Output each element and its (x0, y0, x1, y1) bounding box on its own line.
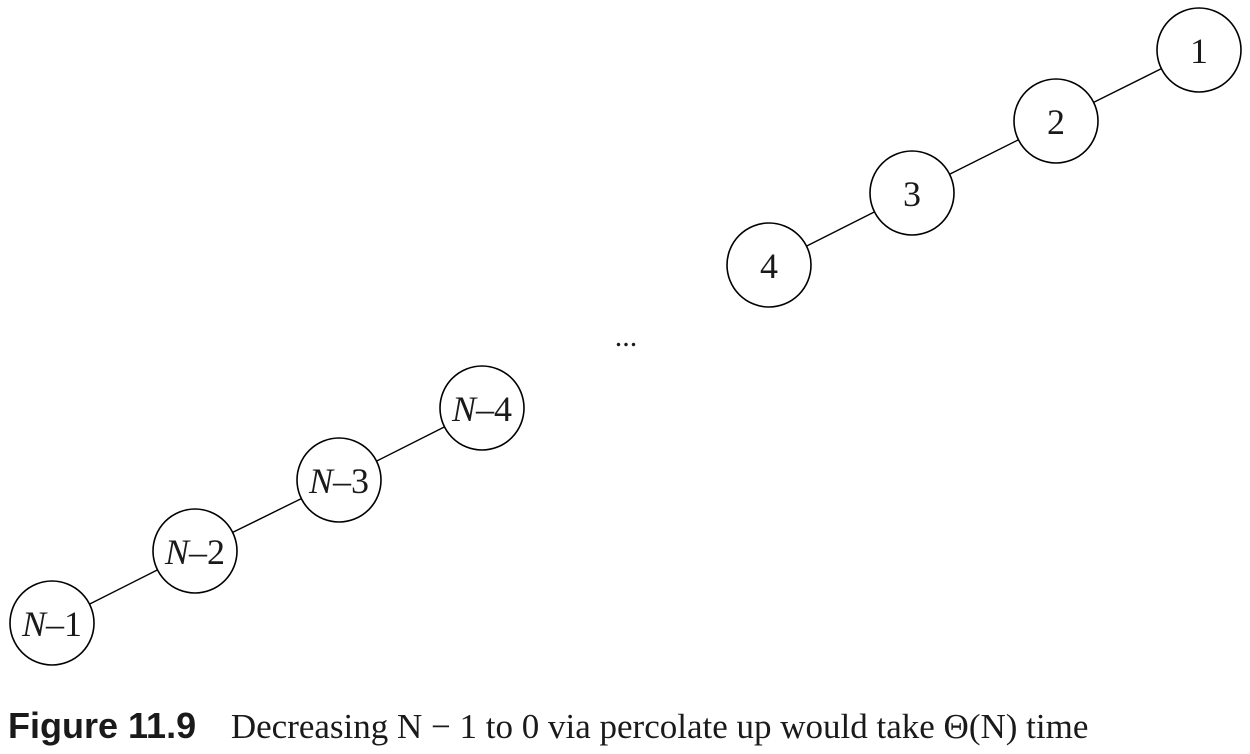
edge-n3-n4 (806, 211, 875, 247)
edge-nN2-nN1 (89, 569, 158, 605)
tree-node-nN3: N–3 (296, 437, 382, 523)
node-label: N–4 (451, 389, 512, 429)
tree-node-n3: 3 (869, 150, 955, 236)
node-label: 3 (903, 174, 921, 214)
node-label: 1 (1190, 31, 1208, 71)
edge-n1-n2 (1093, 68, 1162, 103)
node-label: N–2 (164, 532, 225, 572)
edge-n2-n3 (949, 139, 1019, 175)
node-label: 4 (760, 246, 778, 286)
node-label: N–1 (21, 604, 82, 644)
node-label-offset: –3 (332, 461, 369, 501)
tree-node-nN4: N–4 (439, 365, 525, 451)
edge-nN3-nN2 (232, 497, 302, 534)
node-label-variable: N (308, 461, 335, 501)
node-label: N–3 (308, 461, 369, 501)
node-circle (9, 580, 95, 666)
tree-node-nN2: N–2 (152, 508, 238, 594)
tree-node-n2: 2 (1013, 78, 1099, 164)
node-label-variable: N (21, 604, 48, 644)
node-circle (726, 222, 812, 308)
node-circle (296, 437, 382, 523)
node-label-offset: –2 (188, 532, 225, 572)
node-circle (869, 150, 955, 236)
node-label-variable: N (164, 532, 191, 572)
edge-nN4-nN3 (376, 426, 445, 462)
node-circle (1013, 78, 1099, 164)
figure-label: Figure 11.9 (8, 705, 197, 746)
node-label-variable: N (451, 389, 478, 429)
tree-diagram: 1234N–4N–3N–2N–1 ... (9, 7, 1242, 666)
ellipsis-gap: ... (615, 320, 638, 353)
caption-text: Decreasing N − 1 to 0 via percolate up w… (230, 707, 1089, 746)
tree-node-nN1: N–1 (9, 580, 95, 666)
node-circle (152, 508, 238, 594)
node-label: 2 (1047, 102, 1065, 142)
tree-node-n1: 1 (1156, 7, 1242, 93)
tree-edges (89, 68, 1162, 605)
figure-caption: Figure 11.9 Decreasing N − 1 to 0 via pe… (8, 700, 1248, 752)
node-label-offset: –1 (45, 604, 82, 644)
node-circle (1156, 7, 1242, 93)
tree-node-n4: 4 (726, 222, 812, 308)
node-label-offset: –4 (475, 389, 512, 429)
node-circle (439, 365, 525, 451)
